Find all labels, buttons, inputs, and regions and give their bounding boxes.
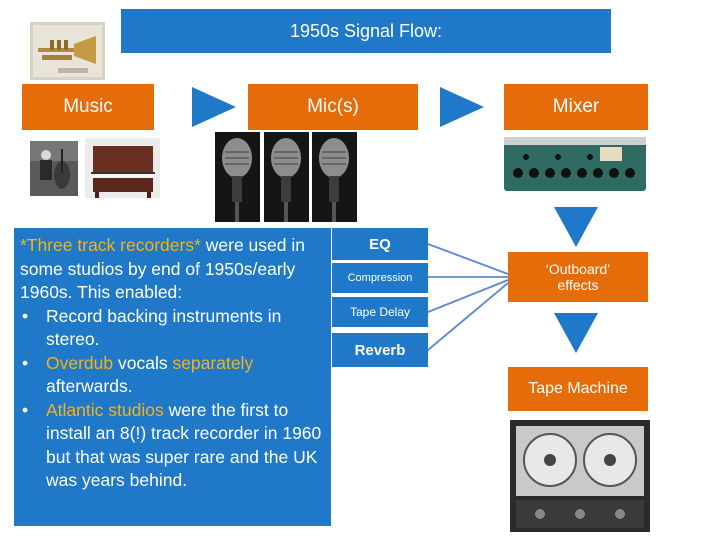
arrow-right-icon bbox=[440, 87, 484, 127]
trumpet-image bbox=[30, 22, 105, 80]
info-list: Record backing instruments in stereo. Ov… bbox=[14, 305, 331, 493]
microphone-image bbox=[215, 132, 260, 222]
tape-machine-box: Tape Machine bbox=[508, 367, 648, 411]
bass-player-image bbox=[30, 141, 78, 196]
tape-machine-image bbox=[510, 420, 650, 532]
list-item: Record backing instruments in stereo. bbox=[22, 305, 331, 352]
compression-box: Compression bbox=[332, 263, 428, 293]
piano-image bbox=[85, 138, 160, 198]
reverb-box: Reverb bbox=[332, 333, 428, 367]
eq-box: EQ bbox=[332, 228, 428, 260]
mics-stage: Mic(s) bbox=[248, 84, 418, 130]
list-item: Atlantic studios were the first to insta… bbox=[22, 399, 331, 493]
arrow-down-icon bbox=[554, 207, 598, 247]
list-item: Overdub vocals separately afterwards. bbox=[22, 352, 331, 399]
info-lead: *Three track recorders* were used in som… bbox=[20, 235, 305, 302]
arrow-down-icon bbox=[554, 313, 598, 353]
info-panel: *Three track recorders* were used in som… bbox=[14, 228, 331, 526]
mixer-stage: Mixer bbox=[504, 84, 648, 130]
microphone-image bbox=[312, 132, 357, 222]
tape-delay-box: Tape Delay bbox=[332, 297, 428, 327]
microphone-image bbox=[264, 132, 309, 222]
page-title: 1950s Signal Flow: bbox=[121, 9, 611, 53]
outboard-effects-box: ‘Outboard’ effects bbox=[508, 252, 648, 302]
music-stage: Music bbox=[22, 84, 154, 130]
arrow-right-icon bbox=[192, 87, 236, 127]
mixer-image bbox=[500, 133, 650, 195]
